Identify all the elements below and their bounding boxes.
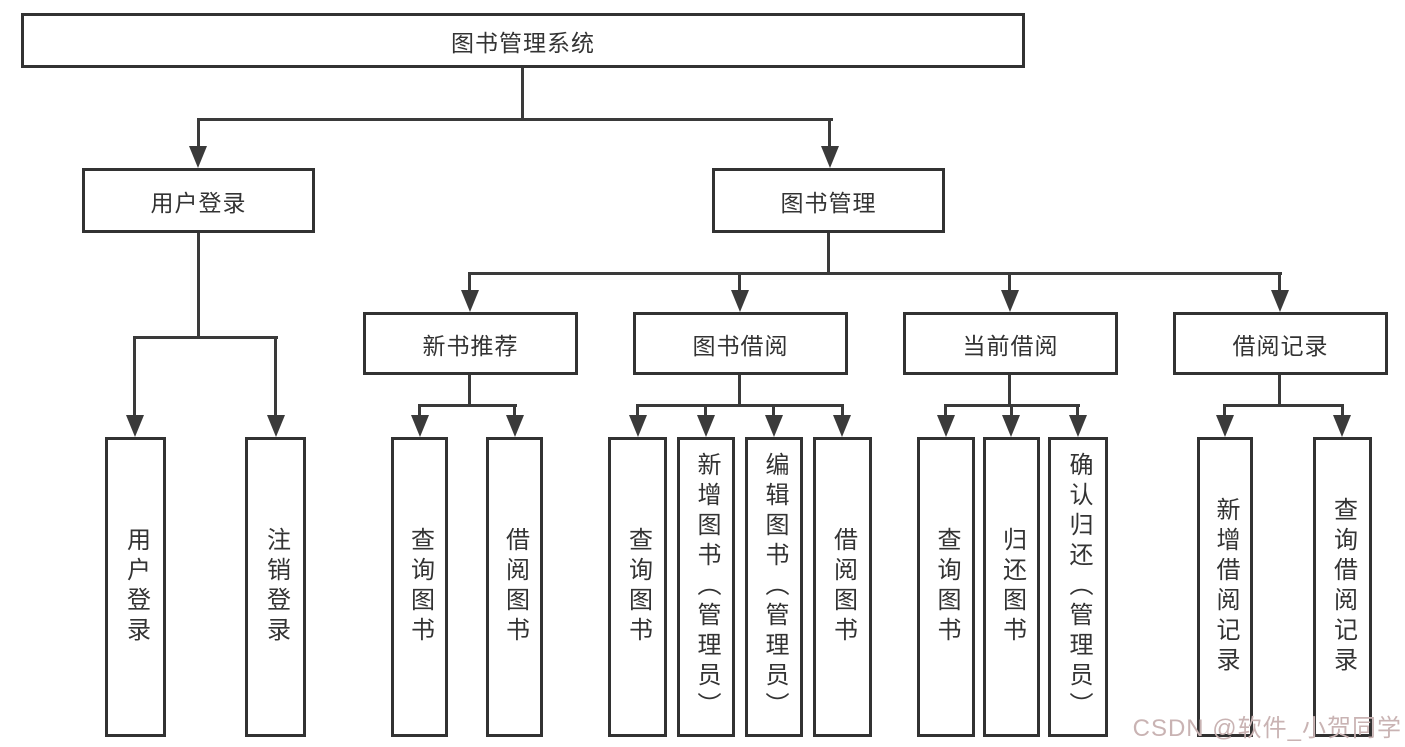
connector-line (841, 404, 844, 420)
connector-line (738, 272, 741, 298)
connector-line (738, 375, 741, 407)
arrow-down-icon (267, 415, 285, 437)
arrow-down-icon (833, 415, 851, 437)
node-leaf-query-books-3: 查询图书 (917, 437, 975, 737)
connector-line (521, 68, 524, 120)
node-leaf-logout: 注销登录 (245, 437, 306, 737)
node-book-borrowing: 图书借阅 (633, 312, 848, 375)
connector-line (418, 404, 421, 420)
arrow-down-icon (461, 290, 479, 312)
connector-line (1278, 272, 1281, 298)
connector-line (469, 272, 1282, 275)
arrow-down-icon (821, 146, 839, 168)
connector-line (1008, 375, 1011, 407)
node-leaf-add-borrow-record: 新增借阅记录 (1197, 437, 1253, 737)
node-leaf-borrow-books-1: 借阅图书 (486, 437, 543, 737)
arrow-down-icon (1069, 415, 1087, 437)
arrow-down-icon (189, 146, 207, 168)
node-book-management-branch: 图书管理 (712, 168, 945, 233)
arrow-down-icon (506, 415, 524, 437)
connector-line (1223, 404, 1344, 407)
arrow-down-icon (937, 415, 955, 437)
node-leaf-confirm-return-admin: 确认归还（管理员） (1048, 437, 1108, 737)
node-leaf-query-books-1: 查询图书 (391, 437, 448, 737)
node-user-login-branch: 用户登录 (82, 168, 315, 233)
connector-line (1341, 404, 1344, 420)
arrow-down-icon (1216, 415, 1234, 437)
connector-line (636, 404, 639, 420)
connector-line (1223, 404, 1226, 420)
csdn-watermark: CSDN @软件_小贺同学 (1132, 715, 1402, 742)
arrow-down-icon (731, 290, 749, 312)
node-leaf-edit-book-admin: 编辑图书（管理员） (745, 437, 803, 737)
connector-line (133, 336, 136, 420)
connector-line (1008, 272, 1011, 298)
arrow-down-icon (1001, 290, 1019, 312)
arrow-down-icon (629, 415, 647, 437)
connector-line (468, 272, 471, 298)
connector-line (418, 404, 517, 407)
arrow-down-icon (411, 415, 429, 437)
node-root-system: 图书管理系统 (21, 13, 1025, 68)
connector-line (274, 336, 277, 420)
node-borrowing-records: 借阅记录 (1173, 312, 1388, 375)
connector-line (828, 118, 831, 150)
node-leaf-add-book-admin: 新增图书（管理员） (677, 437, 735, 737)
connector-line (827, 233, 830, 275)
node-leaf-query-borrow-record: 查询借阅记录 (1313, 437, 1372, 737)
node-leaf-user-login: 用户登录 (105, 437, 166, 737)
arrow-down-icon (1002, 415, 1020, 437)
connector-line (772, 404, 775, 420)
connector-line (197, 118, 833, 121)
node-new-book-recommend: 新书推荐 (363, 312, 578, 375)
arrow-down-icon (765, 415, 783, 437)
arrow-down-icon (697, 415, 715, 437)
node-leaf-query-books-2: 查询图书 (608, 437, 667, 737)
node-leaf-return-book: 归还图书 (983, 437, 1040, 737)
connector-line (1076, 404, 1079, 420)
connector-line (944, 404, 947, 420)
connector-line (197, 118, 200, 150)
connector-line (704, 404, 707, 420)
connector-line (197, 233, 200, 339)
arrow-down-icon (126, 415, 144, 437)
connector-line (468, 375, 471, 407)
connector-line (636, 404, 844, 407)
connector-line (133, 336, 278, 339)
arrow-down-icon (1333, 415, 1351, 437)
connector-line (513, 404, 516, 420)
arrow-down-icon (1271, 290, 1289, 312)
connector-line (1010, 404, 1013, 420)
node-leaf-borrow-books-2: 借阅图书 (813, 437, 872, 737)
connector-line (1278, 375, 1281, 407)
node-current-borrowing: 当前借阅 (903, 312, 1118, 375)
